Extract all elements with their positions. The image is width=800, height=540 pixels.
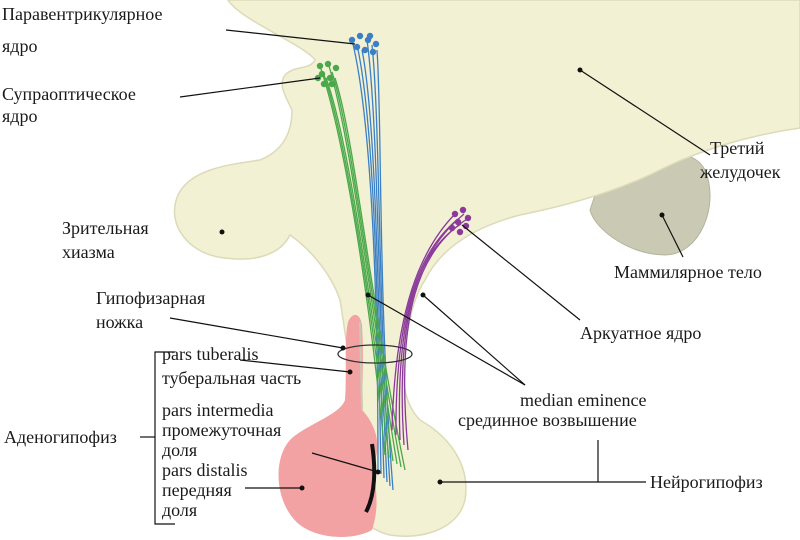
paraventricular-fiber xyxy=(366,39,388,483)
arcuate-neuron xyxy=(451,210,459,218)
supraoptic-neuron xyxy=(318,70,326,78)
paraventricular-neuron xyxy=(361,46,369,54)
arcuate-fiber xyxy=(395,218,459,436)
supraoptic-fiber xyxy=(322,71,390,459)
label-third-ventricle-2: желудочек xyxy=(700,162,781,182)
label-mammillary: Маммилярное тело xyxy=(614,262,762,282)
supraoptic-neuron xyxy=(326,74,334,82)
label-tuberal-part: туберальная часть xyxy=(162,368,302,388)
supraoptic-fiber xyxy=(325,77,394,462)
label-pars-intermedia: pars intermedia xyxy=(162,400,274,420)
label-adenohypophysis: Аденогипофиз xyxy=(4,427,117,447)
label-anterior-lobe-2: доля xyxy=(162,500,198,520)
paraventricular-neuron xyxy=(353,43,361,51)
label-median-eminence-ru: срединное возвышение xyxy=(458,410,637,430)
arcuate-fiber xyxy=(391,213,456,431)
label-paraventricular: Паравентрикулярное xyxy=(2,4,163,24)
pars-intermedia-bar xyxy=(364,443,377,513)
label-supraoptic: Супраоптическое xyxy=(2,84,136,104)
label-chiasm: Зрительная xyxy=(62,218,149,238)
paraventricular-neuron xyxy=(356,32,364,40)
paraventricular-neuron xyxy=(348,36,356,44)
label-intermediate-lobe: промежуточная xyxy=(162,420,282,440)
arcuate-neuron xyxy=(454,218,462,226)
arcuate-fiber xyxy=(401,213,465,446)
supraoptic-neuron xyxy=(324,60,332,68)
label-median-eminence: median eminence xyxy=(520,390,647,410)
arcuate-fiber xyxy=(403,218,468,451)
paraventricular-neuron xyxy=(366,32,374,40)
label-stalk-2: ножка xyxy=(96,312,144,332)
label-third-ventricle: Третий xyxy=(710,138,765,158)
label-anterior-lobe: передняя xyxy=(162,480,232,500)
leader-lines xyxy=(140,29,711,525)
supraoptic-fiber xyxy=(334,77,406,471)
label-stalk: Гипофизарная xyxy=(96,288,206,308)
supraoptic-neuron xyxy=(316,62,324,70)
supraoptic-neuron xyxy=(328,80,336,88)
paraventricular-neuron xyxy=(369,48,377,56)
label-paraventricular-2: ядро xyxy=(2,36,38,56)
stalk-ring xyxy=(337,344,413,364)
supraoptic-fiber xyxy=(331,71,402,468)
paraventricular-neuron xyxy=(372,40,380,48)
arcuate-neuron xyxy=(459,206,467,214)
adenohypophysis-shape xyxy=(278,314,378,537)
label-pars-distalis: pars distalis xyxy=(162,460,248,480)
arcuate-neuron xyxy=(456,228,464,236)
label-supraoptic-2: ядро xyxy=(2,106,38,126)
label-pars-tuberalis: pars tuberalis xyxy=(162,344,259,364)
arcuate-neuron xyxy=(448,224,456,232)
label-arcuate: Аркуатное ядро xyxy=(580,323,702,343)
paraventricular-fiber xyxy=(376,49,394,491)
supraoptic-neuron xyxy=(332,64,340,72)
label-intermediate-lobe-2: доля xyxy=(162,440,198,460)
leader-dots xyxy=(219,67,665,491)
arcuate-neuron xyxy=(464,214,472,222)
supraoptic-neuron xyxy=(320,80,328,88)
supraoptic-fiber xyxy=(319,65,386,456)
supraoptic-fiber xyxy=(328,65,398,465)
label-chiasm-2: хиазма xyxy=(62,242,115,262)
paraventricular-fiber xyxy=(361,49,385,479)
paraventricular-fiber xyxy=(351,39,379,471)
label-neurohypophysis: Нейрогипофиз xyxy=(650,472,763,492)
